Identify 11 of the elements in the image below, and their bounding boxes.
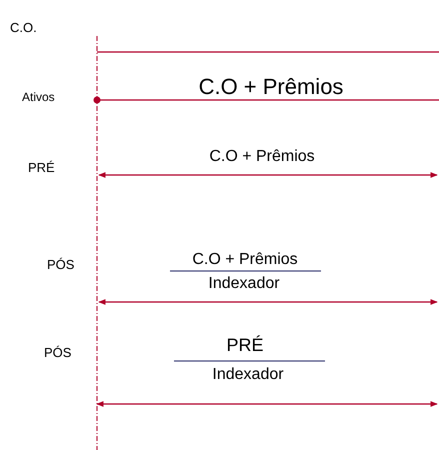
- fraction-denominator: Indexador: [212, 367, 284, 383]
- fraction-numerator: PRÉ: [226, 336, 264, 354]
- formula-text: C.O + Prêmios: [198, 76, 344, 98]
- fraction-denominator: Indexador: [208, 276, 280, 292]
- fraction-numerator: C.O + Prêmios: [192, 252, 298, 268]
- row-label: PÓS: [44, 346, 72, 359]
- row-label: PÓS: [47, 258, 74, 271]
- row-label: C.O.: [10, 21, 37, 34]
- row-label: Ativos: [22, 91, 55, 103]
- row-label: PRÉ: [28, 161, 55, 174]
- formula-text: C.O + Prêmios: [209, 149, 315, 165]
